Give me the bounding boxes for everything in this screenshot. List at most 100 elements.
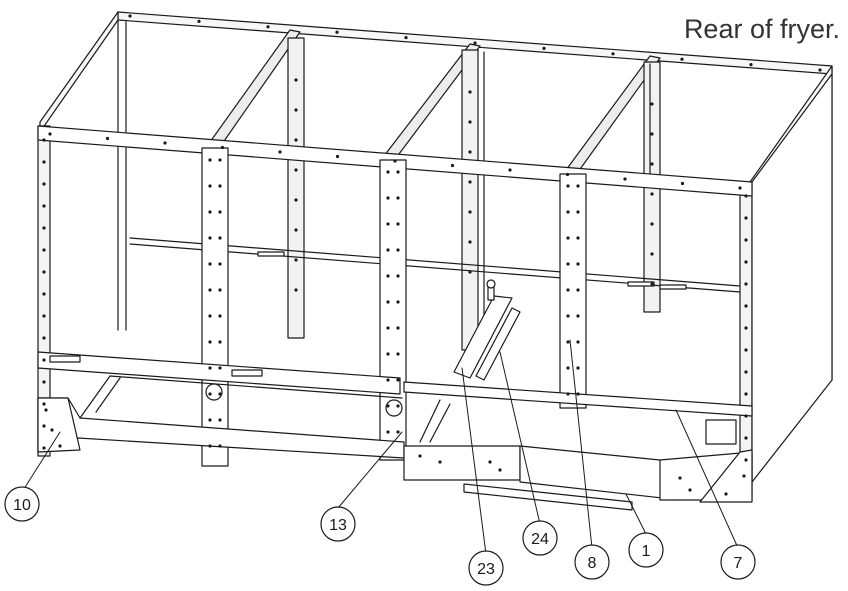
bolt-hole [566, 210, 570, 214]
bolt-hole [576, 314, 580, 318]
bolt-hole [396, 326, 400, 330]
bolt-hole [396, 300, 400, 304]
bolt-hole [393, 159, 397, 163]
bolt-hole [208, 366, 212, 370]
bolt-hole [294, 78, 298, 82]
bolt-hole [611, 52, 615, 56]
bolt-hole [508, 168, 512, 172]
callout-24: 24 [522, 520, 558, 556]
bolt-hole [744, 238, 748, 242]
bolt-hole [473, 41, 477, 45]
bolt-hole [386, 326, 390, 330]
bolt-hole [218, 262, 222, 266]
bolt-hole [650, 222, 654, 226]
bolt-hole [742, 474, 746, 478]
leg-sockets [205, 383, 737, 445]
callout-10: 10 [4, 486, 40, 522]
svg-text:10: 10 [13, 497, 31, 514]
bolt-hole [208, 184, 212, 188]
bolt-hole [818, 68, 822, 72]
bolt-hole [42, 336, 46, 340]
bolt-hole [738, 186, 742, 190]
bolt-hole [566, 366, 570, 370]
bolt-hole [724, 492, 728, 496]
bolt-hole [208, 158, 212, 162]
bolt-hole [294, 258, 298, 262]
bolt-hole [744, 436, 748, 440]
bolt-holes [42, 14, 822, 496]
bolt-hole [218, 392, 222, 396]
bolt-hole [576, 340, 580, 344]
bolt-hole [404, 36, 408, 40]
bolt-hole [396, 222, 400, 226]
bolt-hole [208, 236, 212, 240]
bolt-hole [396, 170, 400, 174]
bolt-hole [218, 444, 222, 448]
leader-7 [675, 409, 739, 549]
bolt-hole [650, 192, 654, 196]
bolt-hole [744, 370, 748, 374]
bolt-hole [42, 270, 46, 274]
bolt-hole [208, 210, 212, 214]
bolt-hole [396, 352, 400, 356]
bolt-hole [42, 248, 46, 252]
front-right-post [739, 73, 833, 483]
bolt-hole [386, 274, 390, 278]
bolt-hole [218, 418, 222, 422]
bolt-hole [386, 248, 390, 252]
bolt-hole [744, 326, 748, 330]
bolt-hole [218, 210, 222, 214]
bolt-hole [294, 108, 298, 112]
bolt-hole [650, 162, 654, 166]
bolt-hole [468, 210, 472, 214]
leader-23 [461, 367, 487, 555]
bolt-hole [294, 198, 298, 202]
bolt-hole [468, 150, 472, 154]
bolt-hole [468, 270, 472, 274]
leader-24 [499, 351, 541, 525]
bolt-hole [566, 392, 570, 396]
bolt-hole [396, 404, 400, 408]
bolt-hole [50, 428, 54, 432]
bolt-hole [566, 314, 570, 318]
leader-10 [21, 431, 61, 493]
svg-text:8: 8 [588, 555, 597, 572]
bolt-hole [744, 392, 748, 396]
bolt-hole [335, 154, 340, 159]
svg-text:24: 24 [531, 531, 549, 548]
bolt-hole [468, 180, 472, 184]
bolt-hole [220, 145, 225, 150]
bolt-hole [576, 236, 580, 240]
callout-7: 7 [720, 544, 756, 580]
bolt-hole [566, 262, 570, 266]
bolt-hole [566, 340, 570, 344]
bolt-hole [42, 160, 46, 164]
bolt-hole [542, 46, 546, 51]
bolt-hole [294, 228, 298, 232]
bolt-hole [680, 181, 685, 186]
bolt-hole [566, 236, 570, 240]
bolt-hole [42, 204, 46, 208]
bolt-hole [278, 150, 282, 154]
leader-13 [337, 431, 403, 509]
bolt-hole [565, 172, 570, 177]
svg-text:1: 1 [642, 543, 651, 560]
corner-gussets [37, 397, 753, 503]
bolt-hole [744, 458, 748, 462]
bolt-hole [386, 404, 390, 408]
bolt-hole [396, 274, 400, 278]
bolt-hole [42, 314, 46, 318]
bolt-hole [42, 182, 46, 186]
bolt-hole [650, 102, 654, 106]
bolt-hole [163, 141, 167, 145]
bolt-hole [42, 380, 46, 384]
bolt-hole [650, 252, 654, 256]
bolt-hole [468, 240, 472, 244]
bolt-hole [468, 90, 472, 94]
bolt-hole [218, 288, 222, 292]
bolt-hole [566, 288, 570, 292]
rear-rails [129, 237, 741, 293]
bolt-hole [294, 138, 298, 142]
